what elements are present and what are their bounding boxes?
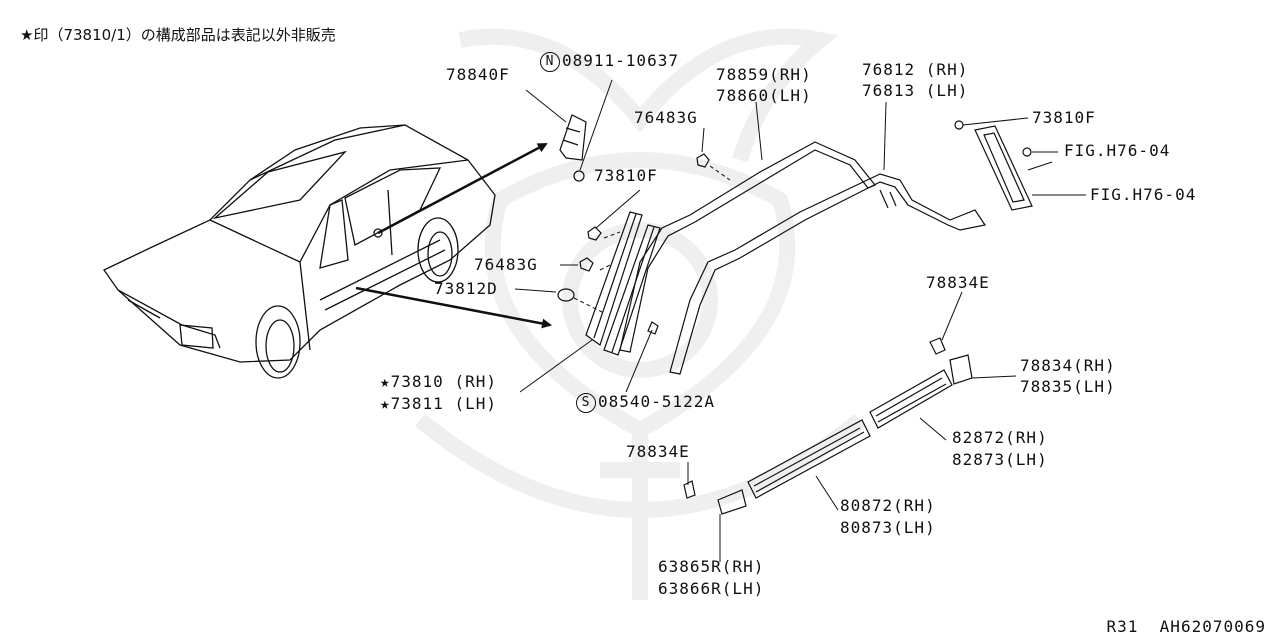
label-76483G-mid: 76483G <box>474 255 538 274</box>
sash-moulding-shape <box>585 211 661 356</box>
label-73811: ★73811 (LH) <box>380 394 497 414</box>
footer-page: R31 <box>1106 617 1139 636</box>
label-63865R: 63865R(RH) <box>658 557 765 576</box>
label-76812: 76812 (RH) <box>862 60 969 79</box>
label-78834E-lower: 78834E <box>626 442 690 461</box>
label-73812D: 73812D <box>434 279 498 298</box>
arrow-upper <box>377 142 548 235</box>
label-76813: 76813 (LH) <box>862 81 969 100</box>
s-circle-icon: S <box>576 393 596 413</box>
clip-shapes <box>557 120 1032 335</box>
label-78840F: 78840F <box>446 65 510 84</box>
label-73811-text: 73811 (LH) <box>390 394 497 413</box>
star-icon: ★ <box>380 372 391 391</box>
label-78834: 78834(RH) <box>1020 356 1116 375</box>
label-73810-text: 73810 (RH) <box>390 372 497 391</box>
footer-code: AH62070069 <box>1159 617 1266 636</box>
arrow-lower <box>355 286 552 329</box>
star-icon: ★ <box>380 394 391 413</box>
label-fig-h76-04-a: FIG.H76-04 <box>1064 141 1171 160</box>
label-fig-h76-04-b: FIG.H76-04 <box>1090 185 1197 204</box>
label-63866R: 63866R(LH) <box>658 579 765 598</box>
rear-triangle-shape <box>974 125 1033 211</box>
label-80872: 80872(RH) <box>840 496 936 515</box>
footer-reference: R31 AH62070069 <box>1107 617 1267 636</box>
label-78859: 78859(RH) <box>716 65 812 84</box>
label-73810F-top: 73810F <box>1032 108 1096 127</box>
label-78834E-upper: 78834E <box>926 273 990 292</box>
n-circle-icon: N <box>540 52 560 72</box>
label-78835: 78835(LH) <box>1020 377 1116 396</box>
label-82872: 82872(RH) <box>952 428 1048 447</box>
roof-moulding-shape <box>619 141 986 375</box>
label-73810F-mid: 73810F <box>594 166 658 185</box>
leader-lines <box>514 79 1086 562</box>
label-82873: 82873(LH) <box>952 450 1048 469</box>
part-78840F-shape <box>559 114 587 182</box>
label-78860: 78860(LH) <box>716 86 812 105</box>
label-76483G-top: 76483G <box>634 108 698 127</box>
label-08540-text: 08540-5122A <box>598 392 715 411</box>
car-illustration <box>103 124 496 379</box>
note-text: ★印（73810/1）の構成部品は表記以外非販売 <box>20 26 336 44</box>
label-80873: 80873(LH) <box>840 518 936 537</box>
label-08911-text: 08911-10637 <box>562 51 679 70</box>
label-73810: ★73810 (RH) <box>380 372 497 392</box>
